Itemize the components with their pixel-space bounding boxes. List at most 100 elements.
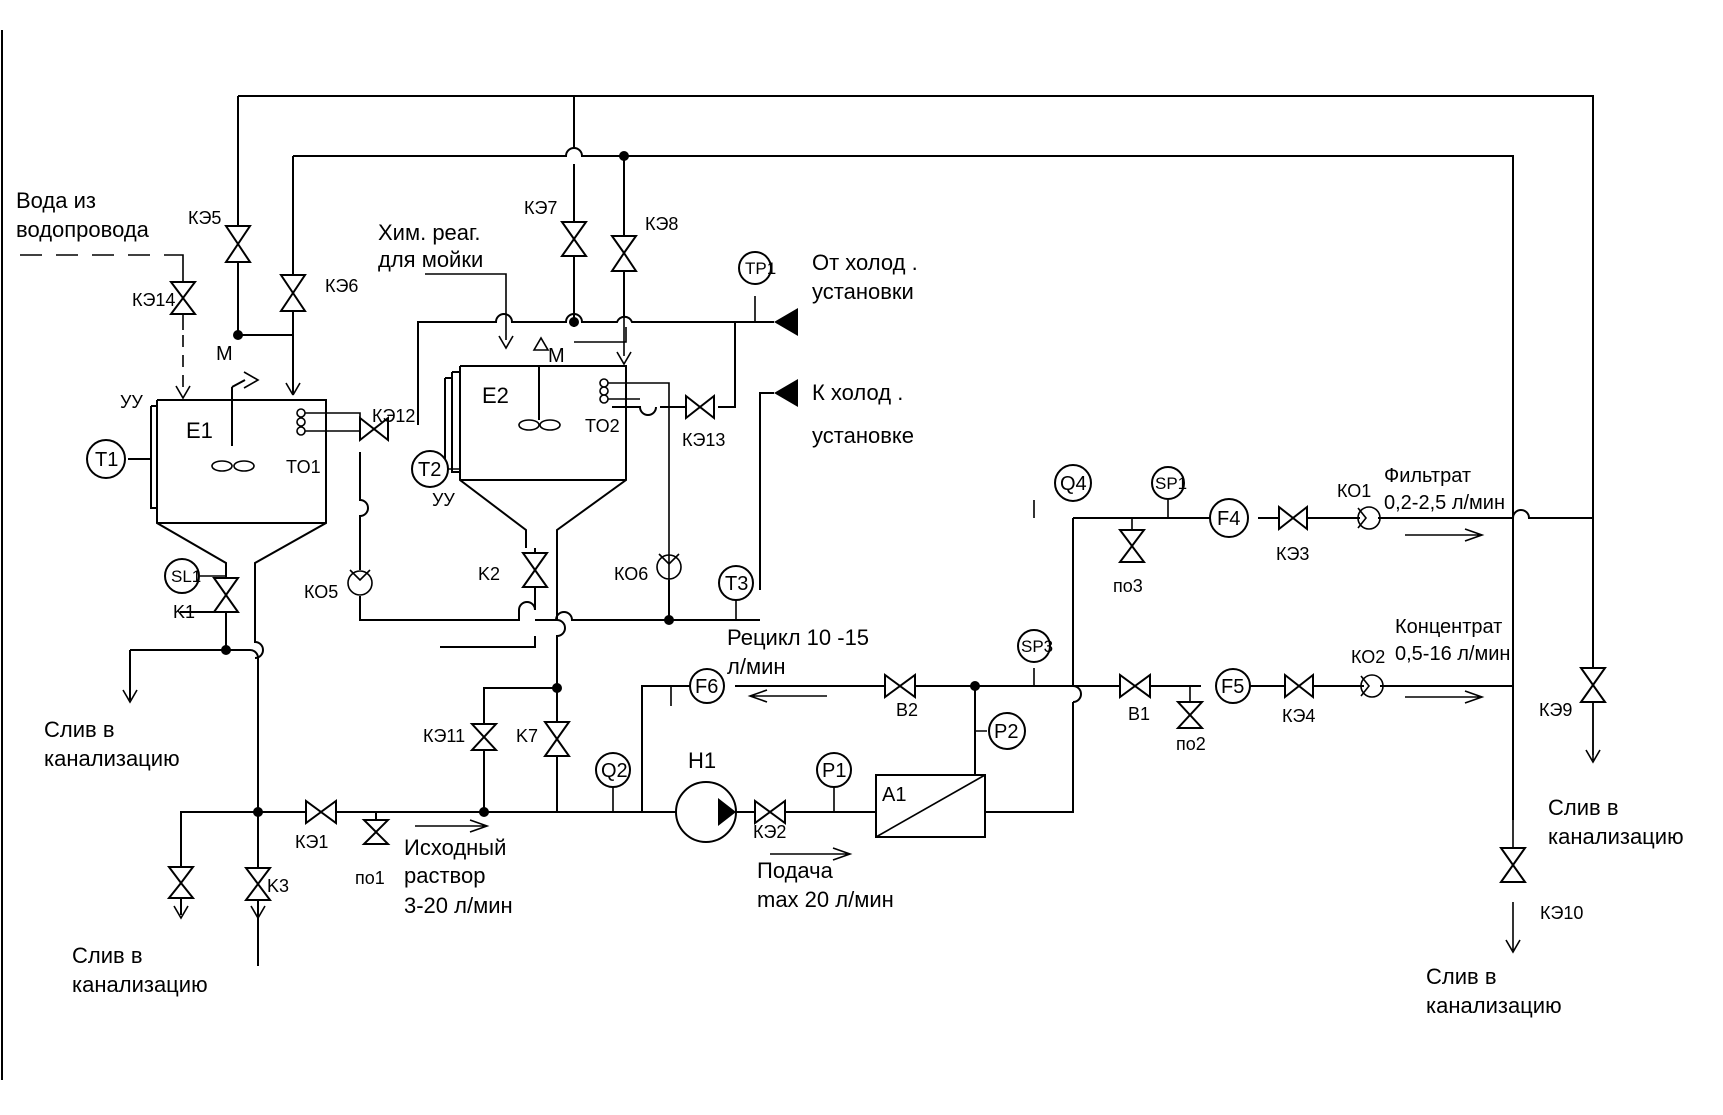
valve-ke3[interactable]: [1278, 504, 1295, 532]
valve-po3[interactable]: [1118, 529, 1146, 548]
valve-ke1[interactable]: [305, 799, 323, 825]
note-recycle-1: Рецикл 10 -15: [727, 625, 869, 650]
tag-k7: K7: [516, 726, 538, 746]
tag-m2: M: [548, 345, 565, 367]
note-drain-1a: Слив в: [44, 717, 115, 742]
tag-b1: B1: [1128, 704, 1150, 724]
tag-ke6: КЭ6: [325, 276, 358, 296]
tag-ke3: КЭ3: [1276, 544, 1309, 564]
tag-a1: A1: [882, 784, 906, 806]
instrument-q4: [1054, 464, 1092, 502]
note-drain-3b: канализацию: [1548, 824, 1684, 849]
label-f6: F6: [695, 676, 718, 698]
label-sp3: SP3: [1021, 637, 1053, 656]
tag-ke10: КЭ10: [1540, 903, 1583, 923]
tag-ke1: КЭ1: [295, 832, 328, 852]
valve-po2[interactable]: [1175, 701, 1205, 717]
check-valves: [347, 506, 1384, 698]
instrument-t2: [411, 450, 449, 488]
tag-ke8: КЭ8: [645, 214, 678, 234]
valve-k7[interactable]: [543, 721, 571, 741]
label-p1: P1: [822, 760, 846, 782]
note-concentrate-1: Концентрат: [1395, 616, 1502, 638]
label-f5: F5: [1221, 676, 1244, 698]
note-from-chiller-1: От холод .: [812, 250, 918, 275]
valve-drain-left[interactable]: [167, 866, 195, 885]
tag-po3: по3: [1113, 576, 1143, 596]
note-filtrate-1: Фильтрат: [1384, 465, 1471, 487]
tag-ko1: КО1: [1337, 481, 1371, 501]
tag-ke5: КЭ5: [188, 208, 221, 228]
note-drain-4b: канализацию: [1426, 993, 1562, 1018]
valve-po1[interactable]: [361, 819, 391, 834]
lower-tank-pipes: [122, 452, 760, 966]
valve-ke9[interactable]: [1579, 667, 1607, 687]
tag-uu1: УУ: [120, 392, 143, 412]
valve-ke8[interactable]: [610, 235, 638, 255]
tank-e1: [128, 371, 361, 578]
instrument-sp1: [1151, 466, 1185, 500]
tag-ko5: КО5: [304, 582, 338, 602]
label-sp1: SP1: [1155, 474, 1187, 493]
tag-ke11: КЭ11: [423, 726, 465, 746]
tag-k1: K1: [173, 602, 195, 622]
note-recycle-2: л/мин: [727, 654, 786, 679]
note-feed-1: Подача: [757, 858, 834, 883]
to-chiller-arrow: [774, 379, 798, 407]
valve-ke2[interactable]: [754, 799, 772, 825]
instruments: [86, 251, 1251, 812]
pump-h1[interactable]: [672, 781, 737, 843]
valves: [166, 221, 1607, 901]
tag-ko2: КО2: [1351, 647, 1385, 667]
check-valve-ko1: [1357, 506, 1381, 530]
tag-ke7: КЭ7: [524, 198, 557, 218]
note-chem-reag-2: для мойки: [378, 247, 483, 272]
valve-ke10[interactable]: [1499, 847, 1527, 867]
instrument-f5: [1215, 668, 1251, 704]
label-t2: T2: [418, 459, 441, 481]
instrument-f4: [1209, 498, 1249, 538]
valve-k2[interactable]: [521, 552, 549, 572]
valve-ke12[interactable]: [359, 415, 376, 443]
note-drain-2a: Слив в: [72, 943, 143, 968]
tag-h1: H1: [688, 748, 716, 773]
valve-ke14[interactable]: [169, 281, 197, 300]
instrument-t3: [718, 565, 754, 601]
from-chiller-arrow: [774, 308, 798, 336]
check-valve-ko6: [656, 554, 682, 580]
valve-k3[interactable]: [244, 867, 272, 886]
tag-ke13: КЭ13: [682, 430, 725, 450]
tag-ko6: КО6: [614, 564, 648, 584]
label-f4: F4: [1217, 508, 1240, 530]
note-from-chiller-2: установки: [812, 279, 914, 304]
instrument-q2: [595, 752, 631, 788]
valve-ke13[interactable]: [685, 393, 702, 421]
valve-ke5[interactable]: [224, 225, 252, 246]
note-chem-reag-1: Хим. реаг.: [378, 220, 480, 245]
valve-ke6[interactable]: [279, 274, 307, 295]
note-drain-3a: Слив в: [1548, 795, 1619, 820]
note-drain-2b: канализацию: [72, 972, 208, 997]
valve-k1[interactable]: [212, 577, 240, 597]
label-t1: T1: [95, 449, 118, 471]
valve-ke4[interactable]: [1284, 672, 1301, 700]
note-source-3: 3-20 л/мин: [404, 893, 513, 918]
valve-ke11[interactable]: [469, 723, 499, 739]
note-to-chiller-2: установке: [812, 423, 914, 448]
tank-e2: [444, 336, 670, 580]
valve-ke7[interactable]: [560, 221, 588, 241]
note-source-1: Исходный: [404, 835, 506, 860]
label-p2: P2: [994, 721, 1018, 743]
tag-b2: B2: [896, 700, 918, 720]
valve-b2[interactable]: [884, 673, 902, 699]
valve-b1[interactable]: [1119, 673, 1137, 699]
tag-ke9: КЭ9: [1539, 700, 1572, 720]
top-pipes: [20, 95, 1594, 820]
tag-k3: K3: [267, 876, 289, 896]
instrument-t1: [86, 439, 126, 479]
note-drain-1b: канализацию: [44, 746, 180, 771]
tag-e1: E1: [186, 418, 213, 443]
tag-ke2: КЭ2: [753, 822, 786, 842]
junction-dots: [221, 151, 980, 817]
instrument-f6: [689, 668, 725, 704]
